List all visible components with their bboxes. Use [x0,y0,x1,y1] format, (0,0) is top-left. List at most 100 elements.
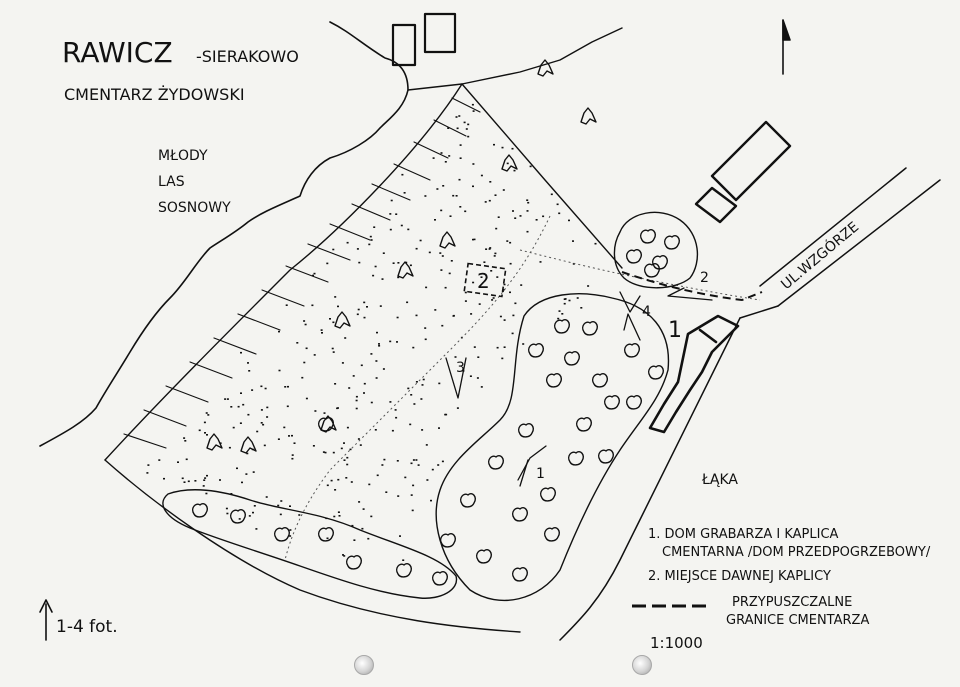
bush-icon [487,455,505,470]
grave-dot [463,121,466,124]
grave-dot [183,437,186,439]
grave-dot [296,342,299,344]
grave-dot [476,377,479,379]
grave-dot [198,429,201,432]
grave-dot [587,285,590,287]
grave-dot [224,398,227,400]
grave-dot [464,291,467,294]
grave-dot [403,192,406,194]
grave-dot [239,422,242,424]
bush-icon [317,527,335,542]
grave-dot [240,351,242,354]
grave-dot [363,316,366,319]
grave-dot [352,375,355,377]
grave-dot [473,238,476,241]
grave-dot [358,501,361,503]
grave-dot [513,169,516,172]
grave-dot [550,193,553,196]
bush-icon [511,567,529,582]
grave-dot [332,321,335,324]
grave-dot [397,495,400,497]
grave-dot [410,462,413,465]
grave-dot [448,155,451,157]
grave-dot [542,215,545,218]
grave-dot [367,537,370,540]
grave-dot [428,251,431,254]
grave-dot [399,535,401,537]
grave-dot [329,318,331,320]
grave-dot [430,499,432,502]
grave-dot [511,332,514,335]
bush-icon [623,343,641,358]
grave-dot [381,464,384,466]
grave-dot [558,212,561,215]
bush-icon [567,451,585,466]
grave-dot [158,459,161,461]
grave-dot [503,319,506,321]
bush-icon [273,527,291,542]
grave-dot [356,313,359,316]
grave-dot [527,201,530,204]
bush-icon [475,549,493,564]
grave-dot [407,228,410,231]
grave-dot [556,203,559,206]
photo-direction-arrow-icon [517,445,547,481]
grave-dot [337,478,340,481]
grave-dot [447,127,450,129]
grave-dot [357,308,360,311]
grave-dot [440,209,443,212]
grave-dot [572,263,575,265]
grave-dot [440,152,443,154]
grave-dot [529,165,532,168]
grave-dot [455,195,458,197]
photo-mark-1: 1 [536,466,545,482]
grave-dot [401,173,404,176]
grave-dot [321,332,323,334]
grave-dot [262,423,265,426]
title-rawicz: RAWICZ [62,36,173,69]
grave-dot [368,243,371,246]
grave-dot [415,314,418,317]
grave-dot [431,468,434,471]
grave-dot [397,276,400,279]
grave-dot [376,474,379,477]
grave-dot [421,429,424,431]
grave-dot [312,274,314,277]
grave-dot [412,484,415,487]
grave-dot [392,262,395,264]
grave-dot [464,300,467,302]
grave-dot [568,299,571,302]
grave-dot [539,261,542,263]
grave-dot [356,248,359,250]
grave-dot [564,298,567,300]
grave-dot [469,375,472,377]
grave-dot [340,447,343,450]
grave-dot [359,444,362,446]
bush-cluster-outline [162,489,458,599]
grave-dot [289,529,292,531]
grave-dot [362,508,365,510]
grave-dot [255,528,258,530]
grave-dot [363,301,366,304]
grave-dot [396,341,398,343]
tree-icon [580,107,597,125]
grave-dot [277,504,280,507]
tree-icon [320,415,337,433]
legend-item-1-line-2: CMENTARNA /DOM PRZEDPOGRZEBOWY/ [662,545,931,560]
grave-dot [450,260,453,262]
grave-dot [330,479,333,482]
grave-dot [497,216,500,218]
grave-dot [424,195,427,197]
grave-dot [346,241,349,244]
grave-dot [488,199,491,202]
building-funeral-house [648,314,740,434]
grave-dot [304,323,307,326]
grave-dot [251,389,254,391]
legend: 1. DOM GRABARZA I KAPLICA CMENTARNA /DOM… [632,527,931,652]
grave-dot [322,451,325,453]
grave-dot [444,161,447,163]
grave-dot [366,306,368,308]
grave-dot [385,491,388,493]
tree-symbols [206,59,597,454]
grave-dot [395,213,398,215]
